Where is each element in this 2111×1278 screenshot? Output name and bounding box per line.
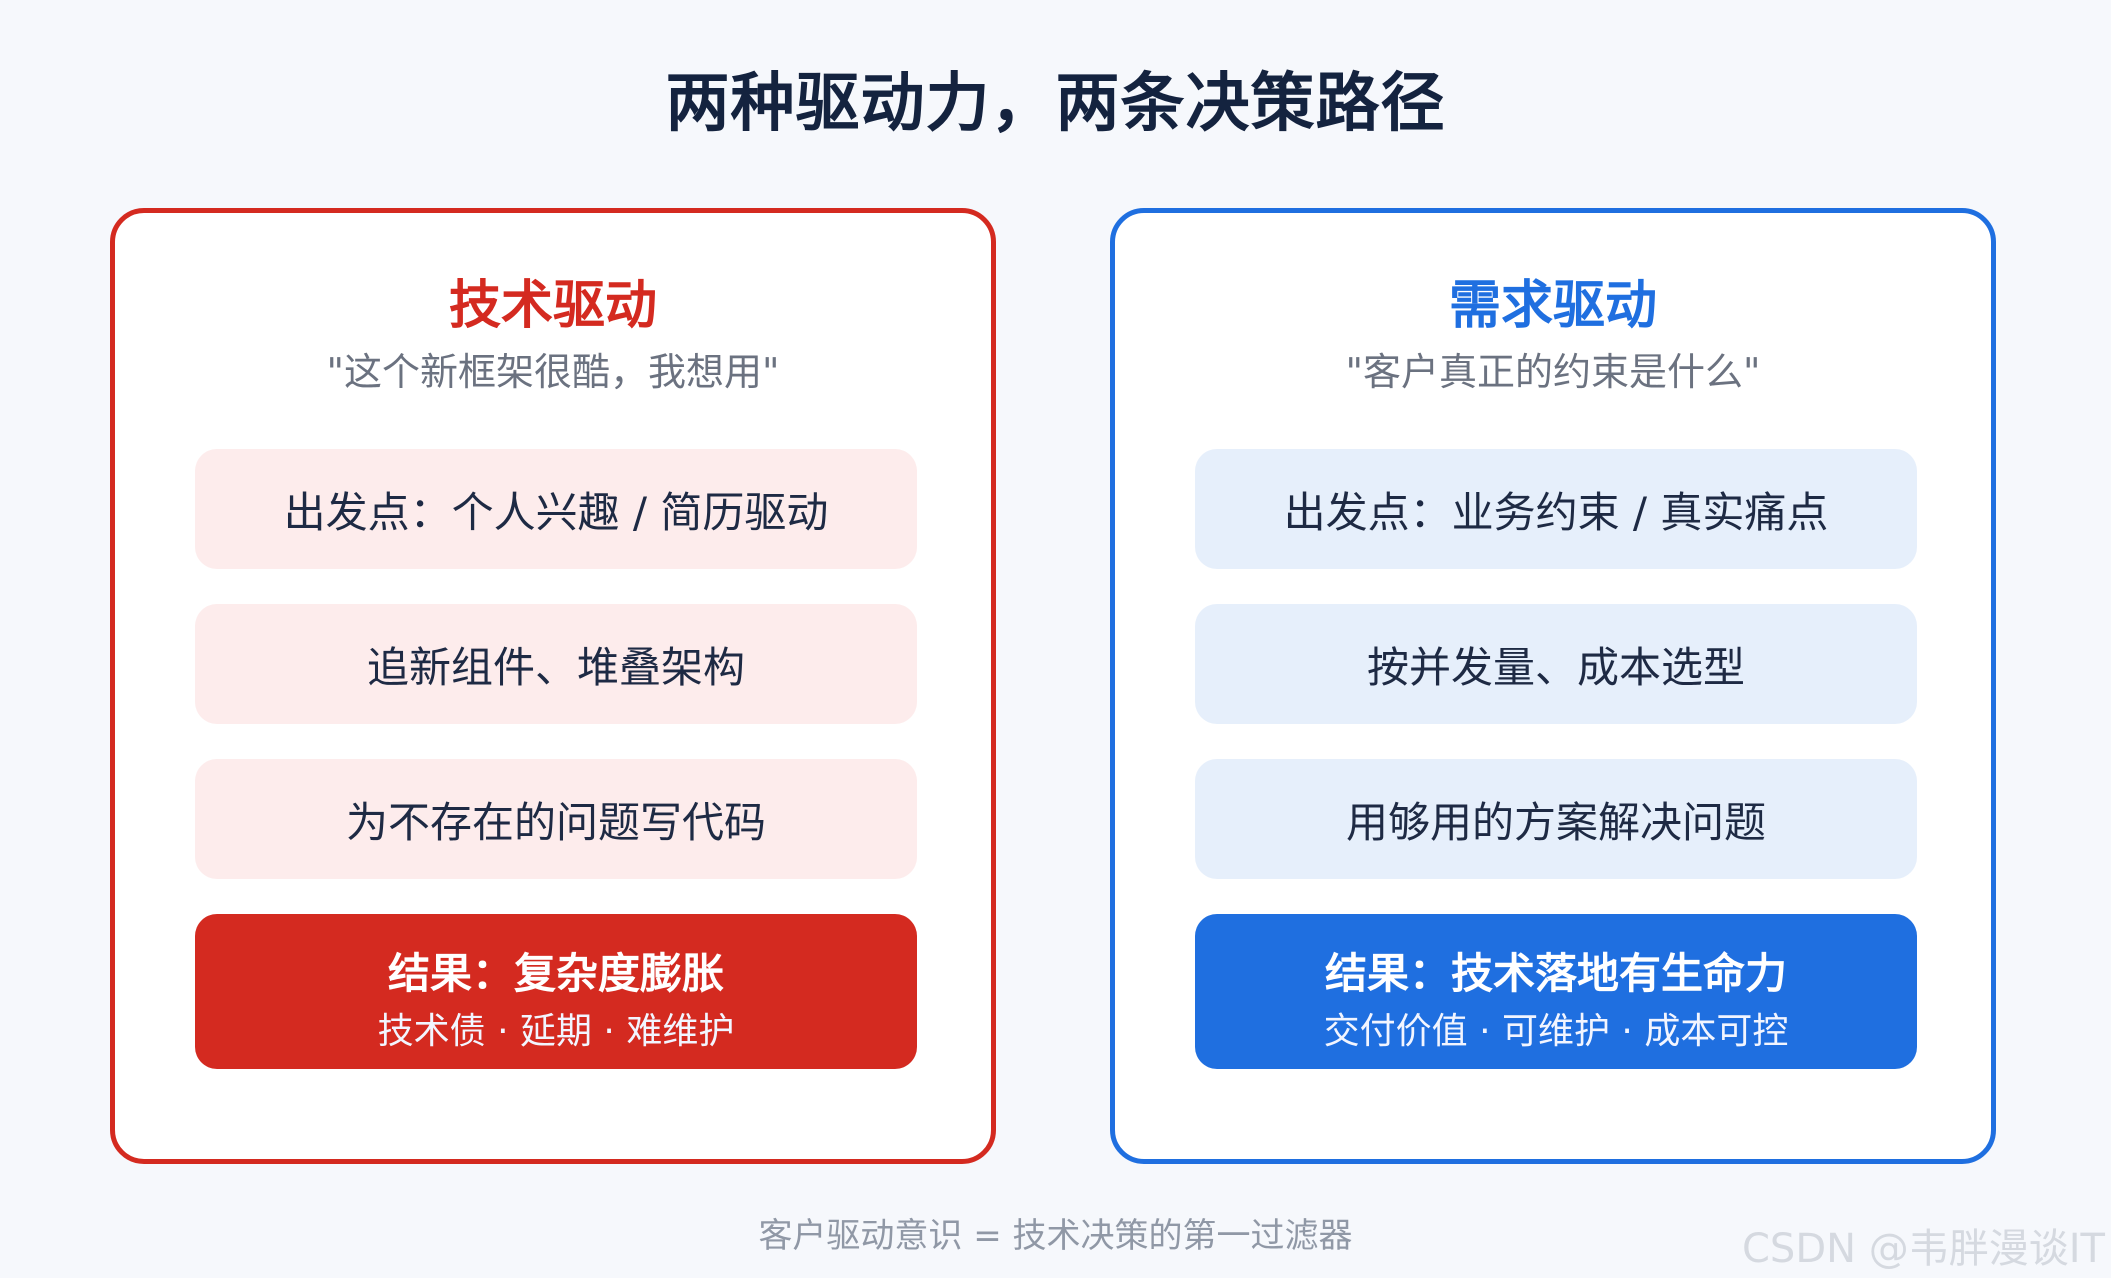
demand-driven-result-title: 结果：技术落地有生命力	[1324, 949, 1787, 998]
demand-driven-title: 需求驱动	[1448, 276, 1657, 336]
tech-driven-panel: 技术驱动 "这个新框架很酷，我想用" 出发点：个人兴趣 / 简历驱动 追新组件、…	[110, 208, 996, 1164]
tech-driven-quote: "这个新框架很酷，我想用"	[326, 350, 780, 394]
demand-driven-item-starting-point: 出发点：业务约束 / 真实痛点	[1195, 449, 1917, 569]
tech-driven-result-subtitle: 技术债 · 延期 · 难维护	[377, 1011, 735, 1052]
demand-driven-panel: 需求驱动 "客户真正的约束是什么" 出发点：业务约束 / 真实痛点 按并发量、成…	[1110, 208, 1996, 1164]
tech-driven-title: 技术驱动	[448, 276, 657, 336]
tech-driven-result: 结果：复杂度膨胀 技术债 · 延期 · 难维护	[195, 914, 917, 1069]
tech-driven-result-title: 结果：复杂度膨胀	[387, 949, 724, 998]
demand-driven-item-sufficient-solution: 用够用的方案解决问题	[1195, 759, 1917, 879]
footer-caption: 客户驱动意识 = 技术决策的第一过滤器	[758, 1216, 1353, 1256]
csdn-watermark: CSDN @韦胖漫谈IT	[1742, 1226, 2105, 1272]
demand-driven-result: 结果：技术落地有生命力 交付价值 · 可维护 · 成本可控	[1195, 914, 1917, 1069]
demand-driven-quote: "客户真正的约束是什么"	[1345, 350, 1761, 394]
tech-driven-item-components: 追新组件、堆叠架构	[195, 604, 917, 724]
demand-driven-result-subtitle: 交付价值 · 可维护 · 成本可控	[1323, 1011, 1789, 1052]
tech-driven-item-starting-point: 出发点：个人兴趣 / 简历驱动	[195, 449, 917, 569]
tech-driven-item-nonexistent-problems: 为不存在的问题写代码	[195, 759, 917, 879]
demand-driven-item-selection: 按并发量、成本选型	[1195, 604, 1917, 724]
page-title: 两种驱动力，两条决策路径	[665, 67, 1446, 141]
